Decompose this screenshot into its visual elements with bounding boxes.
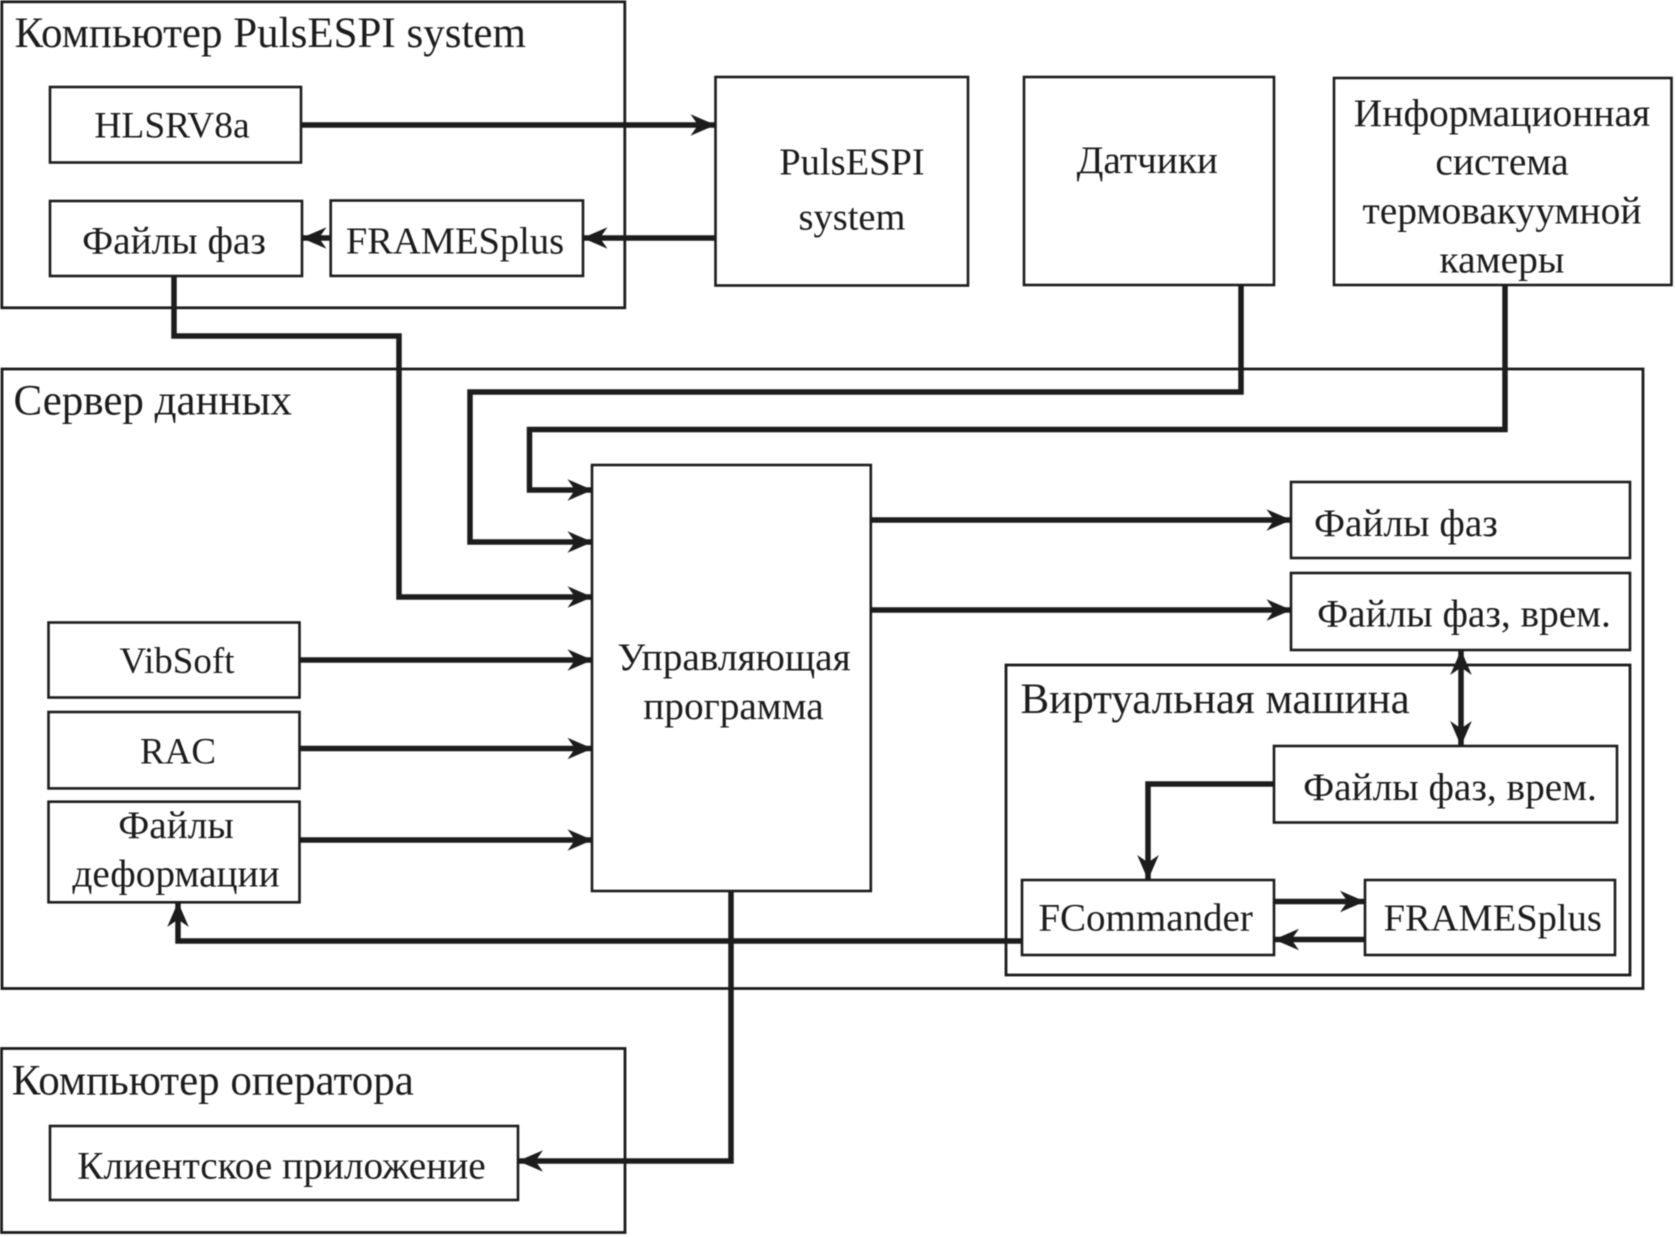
svg-text:система: система — [1435, 140, 1568, 184]
svg-text:system: system — [799, 196, 906, 238]
svg-text:Компьютер PulsESPI system: Компьютер PulsESPI system — [15, 10, 526, 57]
svg-text:камеры: камеры — [1440, 237, 1565, 281]
svg-text:HLSRV8a: HLSRV8a — [94, 106, 250, 147]
svg-text:RAC: RAC — [140, 732, 216, 773]
svg-text:Управляющая: Управляющая — [617, 635, 850, 679]
svg-text:Информационная: Информационная — [1354, 91, 1650, 135]
svg-text:FRAMESplus: FRAMESplus — [346, 221, 564, 263]
svg-text:Датчики: Датчики — [1077, 138, 1218, 182]
svg-text:PulsESPI: PulsESPI — [779, 141, 925, 183]
svg-text:программа: программа — [643, 684, 823, 728]
svg-text:Файлы фаз, врем.: Файлы фаз, врем. — [1317, 592, 1611, 636]
svg-text:Файлы фаз, врем.: Файлы фаз, врем. — [1303, 765, 1597, 809]
svg-text:термовакуумной: термовакуумной — [1363, 189, 1642, 233]
svg-text:Сервер данных: Сервер данных — [14, 378, 293, 425]
svg-text:FCommander: FCommander — [1038, 897, 1252, 940]
svg-text:FRAMESplus: FRAMESplus — [1384, 898, 1602, 940]
svg-text:VibSoft: VibSoft — [120, 641, 236, 682]
svg-text:Виртуальная машина: Виртуальная машина — [1021, 676, 1410, 723]
svg-text:деформации: деформации — [72, 852, 279, 896]
svg-text:Файлы: Файлы — [118, 803, 234, 847]
svg-text:Клиентское приложение: Клиентское приложение — [77, 1144, 485, 1188]
svg-text:Файлы фаз: Файлы фаз — [82, 219, 266, 263]
svg-text:Компьютер оператора: Компьютер оператора — [12, 1058, 414, 1105]
svg-text:Файлы фаз: Файлы фаз — [1314, 501, 1498, 545]
